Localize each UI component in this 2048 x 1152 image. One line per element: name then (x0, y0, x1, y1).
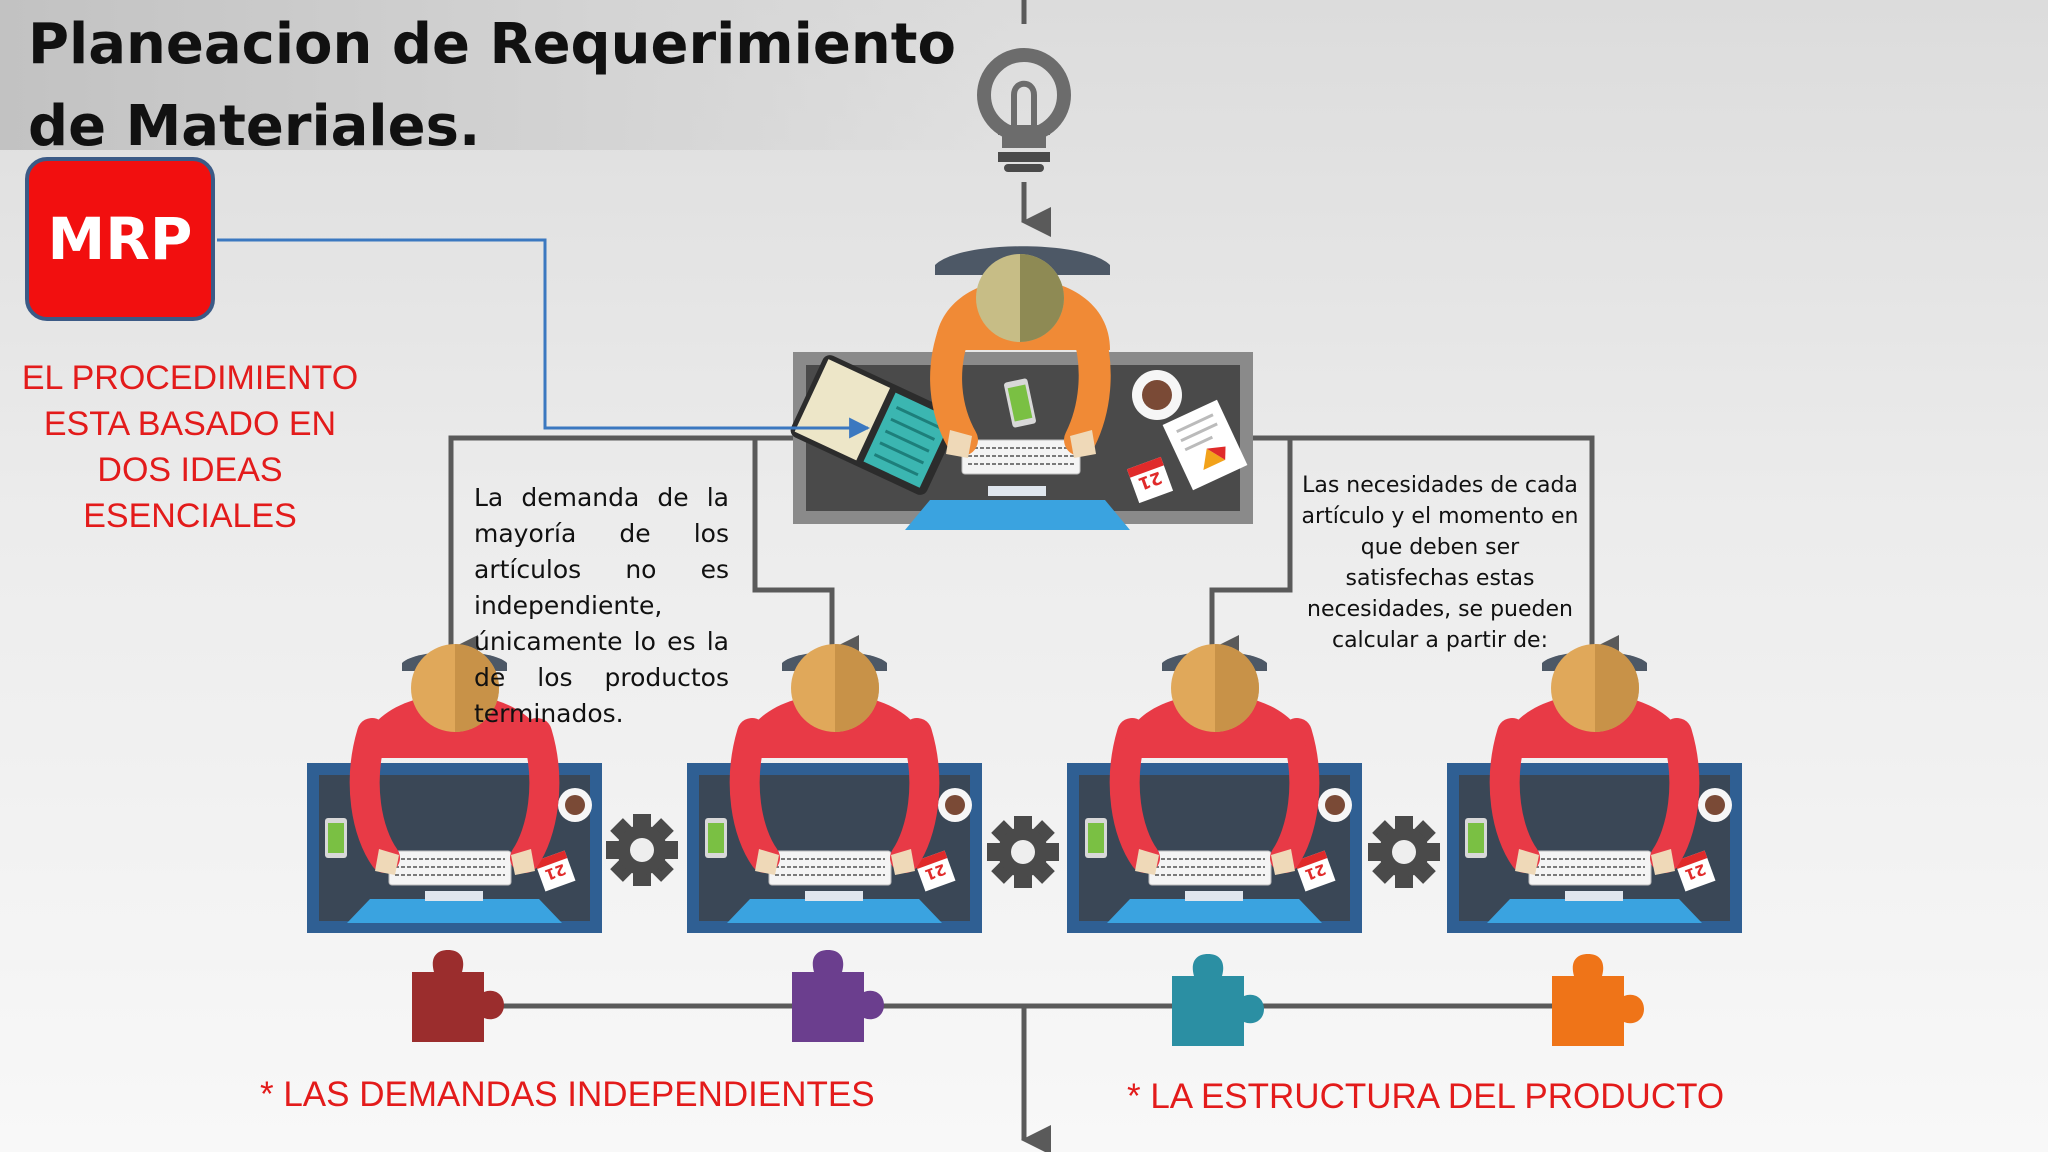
idea-independent-demand: * LAS DEMANDAS INDEPENDIENTES (260, 1075, 875, 1114)
procedure-line: ESENCIALES (83, 497, 297, 535)
branch-connectors (448, 435, 1619, 665)
procedure-text: EL PROCEDIMIENTO ESTA BASADO EN DOS IDEA… (20, 355, 360, 539)
right-paragraph: Las necesidades de cada artículo y el mo… (1301, 473, 1579, 653)
title-line-1: Planeacion de Requerimiento (28, 12, 956, 77)
mrp-badge: MRP (25, 157, 215, 321)
worker-3 (1067, 644, 1362, 933)
mrp-link-line (217, 238, 871, 439)
chart-document-icon (1162, 399, 1248, 491)
left-paragraph: La demanda de la mayoría de los artículo… (474, 483, 729, 728)
puzzle-piece-icon (1172, 954, 1264, 1046)
puzzle-piece-icon (1552, 954, 1644, 1046)
gear-icon (1368, 816, 1440, 888)
worker-4 (1447, 644, 1742, 933)
lightbulb-icon (977, 48, 1071, 172)
puzzle-piece-icon (792, 950, 884, 1042)
procedure-line: DOS IDEAS (97, 451, 283, 489)
idea-product-structure: * LA ESTRUCTURA DEL PRODUCTO (1127, 1077, 1725, 1116)
title-band (0, 0, 1010, 150)
page-title: Planeacion de Requerimiento de Materiale… (28, 4, 988, 168)
procedure-line: ESTA BASADO EN (43, 405, 337, 443)
gear-icon (606, 814, 678, 886)
worker-2 (687, 644, 982, 933)
manager-workstation: 21 (790, 246, 1253, 530)
title-line-2: de Materiales. (28, 94, 481, 159)
procedure-line: EL PROCEDIMIENTO (21, 359, 359, 397)
gear-icon (987, 816, 1059, 888)
mrp-label: MRP (47, 205, 193, 273)
puzzle-piece-icon (412, 950, 504, 1042)
